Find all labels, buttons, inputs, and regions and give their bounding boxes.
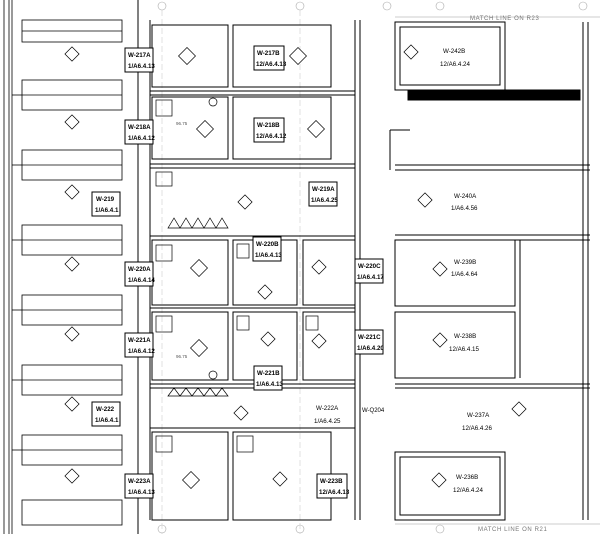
room-tag-w220c: W-220C 1/A6.4.17 xyxy=(354,258,384,284)
dimension-label: 96.75 xyxy=(176,354,188,359)
tag-ref: 12/A6.4.26 xyxy=(462,425,492,432)
room-tag-w237a: W-237A 12/A6.4.26 xyxy=(462,412,492,432)
tag-id: W-237A xyxy=(467,412,490,419)
tag-id: W-217A xyxy=(128,52,151,59)
match-line-bottom: MATCH LINE ON R21 xyxy=(395,523,600,533)
room-tag-w222a: W-222A 1/A6.4.25 xyxy=(314,405,341,425)
room-tag-w218b: W-218B 12/A6.4.12 xyxy=(253,117,287,143)
tag-ref: 1/A6.4.25 xyxy=(311,197,338,204)
tag-id: W-240A xyxy=(454,193,477,200)
tag-id: W-220A xyxy=(128,266,151,273)
tag-id: W-236B xyxy=(456,474,478,481)
tag-id: W-220C xyxy=(358,263,381,270)
room-tag-w240a: W-240A 1/A6.4.56 xyxy=(451,193,478,212)
room-tag-w221a: W-221A 1/A6.4.12 xyxy=(124,332,155,358)
tag-ref: 1/A6.4.13 xyxy=(255,252,282,259)
tag-id: W-223B xyxy=(320,478,343,485)
tag-ref: 1/A6.4.1 xyxy=(95,417,119,424)
tag-ref: 1/A6.4.1 xyxy=(95,207,119,214)
room-tag-w219: W-219 1/A6.4.1 xyxy=(91,191,121,217)
tag-id: W-223A xyxy=(128,478,151,485)
room-tag-w220a: W-220A 1/A6.4.14 xyxy=(124,261,155,287)
room-tag-w217a: W-217A 1/A6.4.13 xyxy=(124,47,155,73)
tag-id: W-238B xyxy=(454,333,476,340)
match-line-top-label: MATCH LINE ON R23 xyxy=(470,16,539,22)
tag-id: W-219 xyxy=(96,196,115,203)
room-tag-w222: W-222 1/A6.4.1 xyxy=(91,401,121,427)
tag-ref: 1/A6.4.56 xyxy=(451,205,478,212)
room-tag-w239b: W-239B 1/A6.4.64 xyxy=(451,259,478,278)
tag-ref: 12/A6.4.15 xyxy=(449,346,479,353)
tag-ref: 12/A6.4.13 xyxy=(319,489,350,496)
tag-ref: 1/A6.4.12 xyxy=(128,135,155,142)
room-tag-w221c: W-221C 1/A6.4.20 xyxy=(354,329,384,355)
room-tag-w238b: W-238B 12/A6.4.15 xyxy=(449,333,479,353)
tag-ref: 1/A6.4.25 xyxy=(314,418,341,425)
central-wing-walls xyxy=(137,0,361,534)
tag-ref: 1/A6.4.14 xyxy=(128,277,155,284)
right-wing-walls xyxy=(389,21,590,521)
tag-id: W-217B xyxy=(257,50,280,57)
tag-ref: 1/A6.4.12 xyxy=(128,348,155,355)
tag-id: W-218B xyxy=(257,122,280,129)
tag-ref: 12/A6.4.12 xyxy=(256,133,287,140)
match-line-bottom-label: MATCH LINE ON R21 xyxy=(478,527,547,533)
tag-id: W-220B xyxy=(256,241,279,248)
tag-ref: 1/A6.4.13 xyxy=(256,381,283,388)
room-tag-w218a: W-218A 1/A6.4.12 xyxy=(124,119,155,145)
tag-ref: 12/A6.4.24 xyxy=(453,487,483,494)
tag-ref: 12/A6.4.24 xyxy=(440,61,470,68)
tag-id: W-221A xyxy=(128,337,151,344)
tag-id: W-219A xyxy=(312,186,335,193)
corridor-label: W-Q204 xyxy=(362,408,385,414)
tag-id: W-221B xyxy=(257,370,280,377)
tag-ref: 1/A6.4.64 xyxy=(451,271,478,278)
dimension-label: 96.75 xyxy=(176,121,188,126)
tag-id: W-218A xyxy=(128,124,151,131)
tag-id: W-242B xyxy=(443,48,465,55)
match-line-top: MATCH LINE ON R23 xyxy=(395,16,600,22)
room-tag-w221b: W-221B 1/A6.4.13 xyxy=(253,365,283,391)
tag-ref: 1/A6.4.13 xyxy=(128,489,155,496)
fixture-markers xyxy=(178,44,527,489)
tag-ref: 12/A6.4.13 xyxy=(256,61,287,68)
central-wing-furniture xyxy=(155,97,319,453)
room-tag-w217b: W-217B 12/A6.4.13 xyxy=(253,45,287,71)
tag-ref: 1/A6.4.13 xyxy=(128,63,155,70)
room-tag-w219a: W-219A 1/A6.4.25 xyxy=(308,181,338,207)
room-tag-w223a: W-223A 1/A6.4.13 xyxy=(124,473,155,499)
grid-markers xyxy=(157,1,588,534)
left-wing-walls xyxy=(3,0,123,534)
left-wing-fixtures xyxy=(64,46,80,484)
room-tag-w236b: W-236B 12/A6.4.24 xyxy=(453,474,483,494)
room-tag-w220b: W-220B 1/A6.4.13 xyxy=(252,236,282,262)
tag-ref: 1/A6.4.17 xyxy=(357,274,384,281)
tag-id: W-221C xyxy=(358,334,381,341)
tag-id: W-222 xyxy=(96,406,115,413)
tag-id: W-222A xyxy=(316,405,339,412)
tag-ref: 1/A6.4.20 xyxy=(357,345,384,352)
room-tag-w223b: W-223B 12/A6.4.13 xyxy=(316,473,350,499)
room-tag-w242b: W-242B 12/A6.4.24 xyxy=(440,48,470,68)
tag-id: W-239B xyxy=(454,259,476,266)
